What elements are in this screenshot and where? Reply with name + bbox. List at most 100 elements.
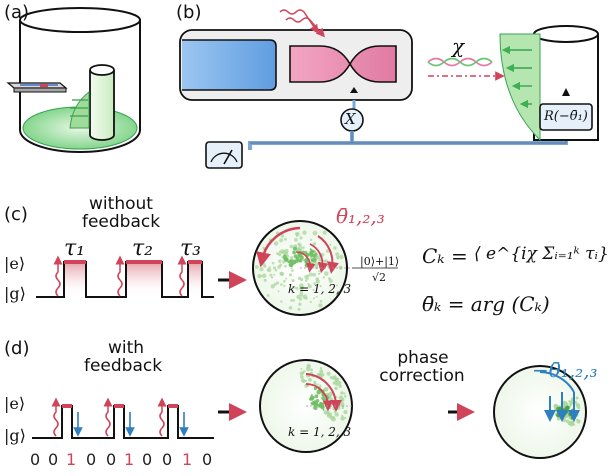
state-sample-dot (310, 368, 313, 372)
measurement-bit: 0 (142, 450, 153, 469)
c-title-line1: without (89, 194, 153, 214)
state-sample-dot (302, 294, 308, 300)
measurement-bit: 0 (162, 450, 173, 469)
d-title-line1: with (107, 338, 145, 358)
state-sample-dot (296, 294, 301, 299)
state-sample-dot (310, 394, 313, 397)
state-sample-dot (573, 423, 576, 426)
state-sample-dot (333, 246, 337, 250)
state-sample-dot (318, 303, 323, 308)
state-sample-dot (295, 258, 299, 263)
state-sample-dot (288, 262, 294, 268)
state-sample-dot (317, 272, 321, 275)
state-sample-dot (263, 278, 267, 282)
state-sample-dot (312, 253, 317, 258)
panel-a-schematic (6, 7, 141, 153)
state-sample-dot (314, 394, 319, 399)
state-sample-dot (295, 286, 299, 290)
state-sample-dot (292, 246, 297, 251)
state-sample-dot (311, 263, 315, 267)
state-sample-dot (315, 277, 320, 281)
state-sample-dot (273, 241, 279, 246)
state-sample-dot (277, 265, 281, 269)
state-sample-dot (290, 269, 294, 272)
panel-c-pulses (36, 255, 247, 298)
state-sample-dot (278, 250, 283, 254)
state-sample-dot (335, 252, 340, 257)
state-sample-dot (310, 238, 313, 241)
d-ket-e: |e⟩ (4, 394, 26, 413)
state-sample-dot (300, 378, 306, 383)
state-sample-dot (564, 408, 567, 412)
state-sample-dot (287, 260, 290, 264)
state-sample-dot (340, 416, 345, 421)
state-sample-dot (569, 402, 573, 406)
state-sample-dot (322, 230, 327, 235)
state-sample-dot (306, 262, 309, 266)
state-sample-dot (312, 297, 315, 300)
state-sample-dot (262, 246, 266, 250)
state-sample-dot (270, 284, 275, 289)
state-sample-dot (299, 236, 303, 240)
state-sample-dot (319, 404, 324, 409)
tau2-label: τ₂ (132, 236, 153, 261)
state-sample-dot (283, 257, 287, 260)
state-sample-dot (564, 402, 569, 406)
state-sample-dot (308, 377, 312, 382)
state-sample-dot (343, 392, 346, 395)
state-sample-dot (304, 379, 308, 383)
state-sample-dot (296, 232, 300, 237)
neg-theta-label: −θ̄₁,₂,₃ (532, 358, 598, 382)
measurement-bit: 0 (86, 450, 97, 469)
state-sample-dot (285, 277, 288, 280)
state-sample-dot (338, 384, 342, 388)
coupling-waves (427, 57, 505, 81)
state-sample-dot (576, 419, 581, 424)
measurement-bit: 0 (106, 450, 117, 469)
disk-c (252, 220, 398, 316)
measurement-bit: 0 (48, 450, 59, 469)
state-sample-dot (298, 302, 302, 306)
state-sample-dot (312, 272, 317, 277)
mode-profile-a (69, 90, 90, 129)
state-sample-dot (338, 395, 344, 401)
state-sample-dot (283, 284, 286, 288)
state-sample-dot (280, 300, 283, 303)
state-sample-dot (325, 249, 330, 253)
state-sample-dot (306, 274, 310, 278)
state-sample-dot (302, 370, 306, 373)
state-sample-dot (269, 273, 273, 277)
state-sample-dot (315, 399, 320, 403)
state-sample-dot (271, 261, 275, 265)
state-sample-dot (341, 406, 345, 410)
state-sample-dot (343, 410, 348, 415)
state-sample-dot (277, 290, 280, 293)
state-sample-dot (311, 401, 315, 405)
c-ket-e: |e⟩ (4, 254, 26, 273)
state-sample-dot (268, 266, 271, 269)
state-sample-dot (333, 380, 338, 385)
state-sample-dot (332, 406, 337, 411)
state-sample-dot (312, 288, 315, 291)
chi-label: χ (452, 34, 465, 58)
state-sample-dot (289, 260, 293, 264)
d-title-line2: feedback (83, 356, 163, 376)
state-sample-dot (306, 277, 309, 280)
disk-d1 (259, 359, 353, 453)
state-sample-dot (318, 384, 322, 388)
state-sample-dot (259, 274, 262, 278)
state-sample-dot (290, 256, 294, 260)
state-sample-dot (319, 285, 322, 288)
state-sample-dot (261, 273, 267, 279)
state-sample-dot (561, 417, 567, 423)
state-sample-dot (324, 271, 329, 276)
state-sample-dot (344, 395, 347, 398)
state-numerator: |0⟩+|1⟩ (360, 255, 400, 268)
state-sample-dot (283, 279, 286, 283)
state-sample-dot (297, 246, 303, 252)
state-sample-dot (326, 371, 331, 376)
state-sample-dot (575, 413, 579, 417)
state-sample-dot (280, 283, 283, 286)
state-sample-dot (259, 267, 264, 272)
